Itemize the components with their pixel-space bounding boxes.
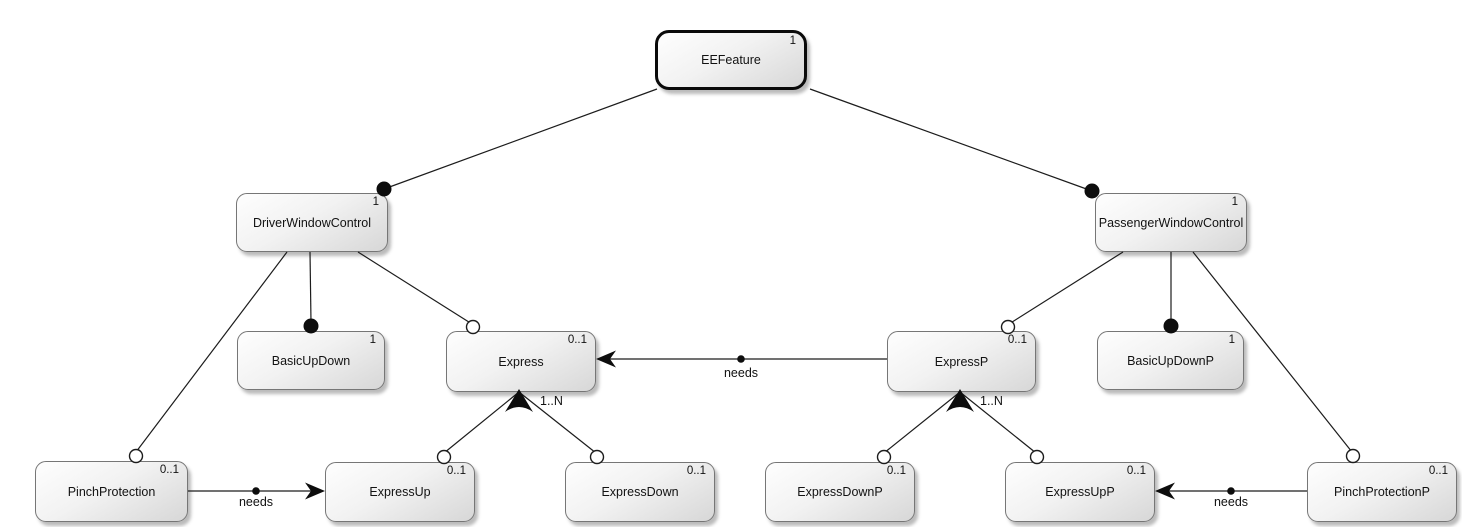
multiplicity-label: 1 [1231, 196, 1238, 208]
group-cardinality-label: 1..N [540, 394, 563, 408]
edge-driverwindowcontrol-express [357, 251, 473, 325]
node-expressup[interactable]: 0..1 ExpressUp [325, 462, 475, 522]
node-expressdownp[interactable]: 0..1 ExpressDownP [765, 462, 915, 522]
node-expressupp[interactable]: 0..1 ExpressUpP [1005, 462, 1155, 522]
edge-express-expressup [443, 391, 520, 454]
node-label: PassengerWindowControl [1098, 215, 1244, 230]
multiplicity-label: 1 [372, 196, 379, 208]
needs-arrowhead-expressupp [1155, 482, 1175, 500]
needs-dot [1227, 487, 1235, 495]
node-driverwindowcontrol[interactable]: 1 DriverWindowControl [236, 193, 388, 252]
multiplicity-label: 1 [789, 35, 796, 47]
needs-arrowhead-express [596, 350, 616, 368]
node-label: EEFeature [701, 53, 761, 67]
node-label: ExpressDown [601, 485, 679, 499]
node-basicupdown[interactable]: 1 BasicUpDown [237, 331, 385, 390]
needs-edge-label: needs [724, 366, 758, 380]
needs-edge-label: needs [239, 495, 273, 509]
node-label: ExpressUpP [1045, 485, 1115, 499]
multiplicity-label: 0..1 [686, 465, 706, 477]
node-express[interactable]: 0..1 Express [446, 331, 596, 392]
node-label: ExpressUp [369, 485, 431, 499]
multiplicity-label: 0..1 [886, 465, 906, 477]
node-label: BasicUpDown [271, 353, 351, 368]
multiplicity-label: 0..1 [159, 464, 179, 476]
multiplicity-label: 0..1 [567, 334, 587, 346]
node-basicupdownp[interactable]: 1 BasicUpDownP [1097, 331, 1244, 390]
multiplicity-label: 0..1 [446, 465, 466, 477]
node-label: BasicUpDownP [1127, 353, 1214, 368]
multiplicity-label: 0..1 [1126, 465, 1146, 477]
edge-passengerwindowcontrol-expressp [1008, 251, 1124, 325]
node-passengerwindowcontrol[interactable]: 1 PassengerWindowControl [1095, 193, 1247, 252]
multiplicity-label: 1 [369, 334, 376, 346]
edge-driverwindowcontrol-basicupdown [309, 251, 312, 323]
needs-edge-label: needs [1214, 495, 1248, 509]
optional-circle-pinchprotectionp [1345, 448, 1361, 464]
or-group-triangle-express [505, 389, 533, 412]
edge-expressp-expressdownp [883, 391, 961, 454]
needs-dot [737, 355, 745, 363]
or-group-triangle-expressp [946, 389, 974, 412]
needs-dot [252, 487, 260, 495]
node-label: ExpressDownP [797, 485, 883, 499]
edge-eefeature-passengerwindowcontrol [809, 88, 1093, 192]
node-pinchprotectionp[interactable]: 0..1 PinchProtectionP [1307, 462, 1457, 522]
node-expressdown[interactable]: 0..1 ExpressDown [565, 462, 715, 522]
edge-eefeature-driverwindowcontrol [383, 88, 658, 190]
edge-express-expressdown [518, 391, 597, 454]
node-label: PinchProtectionP [1334, 485, 1430, 499]
edge-expressp-expressupp [959, 391, 1037, 454]
multiplicity-label: 0..1 [1007, 334, 1027, 346]
node-label: PinchProtection [67, 484, 156, 499]
needs-arrowhead-expressup [305, 482, 325, 500]
node-pinchprotection[interactable]: 0..1 PinchProtection [35, 461, 188, 522]
multiplicity-label: 0..1 [1428, 465, 1448, 477]
node-label: Express [498, 354, 544, 369]
node-label: DriverWindowControl [252, 215, 372, 230]
node-label: ExpressP [934, 354, 989, 369]
node-eefeature[interactable]: 1 EEFeature [655, 30, 807, 90]
node-expressp[interactable]: 0..1 ExpressP [887, 331, 1036, 392]
group-cardinality-label: 1..N [980, 394, 1003, 408]
